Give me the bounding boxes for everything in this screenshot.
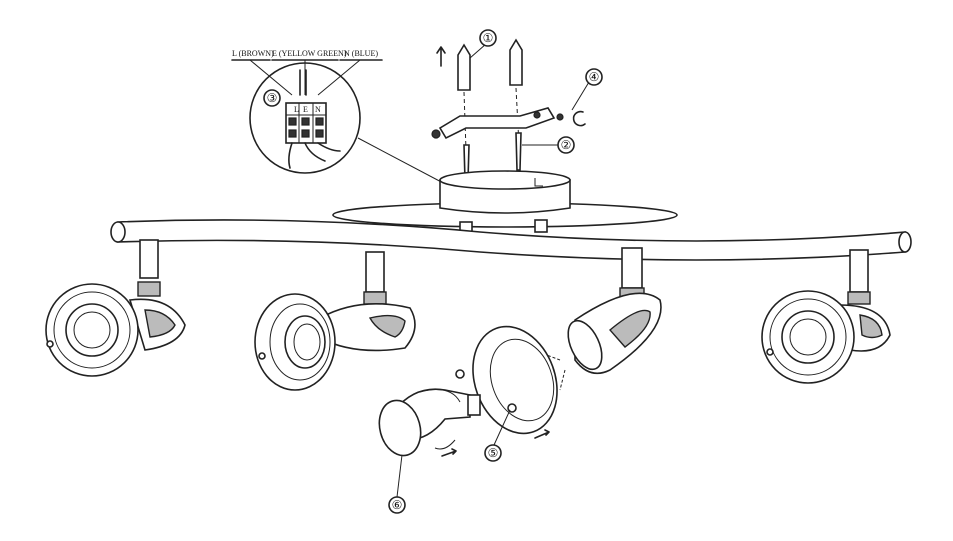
callout-5: ⑤ — [484, 409, 511, 462]
wall-plug — [457, 43, 471, 91]
wiring-inset: L E N L (BROWN) E (YELLOW GREEN) N (BLUE… — [231, 49, 448, 186]
svg-text:⑥: ⑥ — [392, 498, 403, 512]
spotlight-3 — [455, 247, 662, 439]
label-earth-yellow-green: E (YELLOW GREEN) — [272, 49, 347, 58]
callout-6: ⑥ — [388, 454, 406, 514]
terminal-letter-e: E — [303, 105, 308, 114]
svg-text:①: ① — [483, 31, 494, 45]
arrow-icon — [441, 448, 457, 457]
spotlight-2 — [254, 251, 416, 391]
svg-text:③: ③ — [267, 91, 278, 105]
svg-text:④: ④ — [589, 70, 600, 84]
callout-2: ② — [557, 136, 575, 154]
spotlight-1 — [45, 239, 186, 377]
label-live-brown: L (BROWN) — [232, 49, 274, 58]
arrow-icon — [534, 429, 550, 439]
spotlight-bar — [110, 219, 912, 261]
wall-plug — [509, 38, 523, 86]
up-arrow-icon — [436, 46, 446, 67]
svg-text:⑤: ⑤ — [488, 446, 499, 460]
terminal-letter-n: N — [315, 105, 321, 114]
mounting-hardware — [431, 38, 590, 181]
cover-ring — [472, 325, 558, 435]
screw — [515, 132, 522, 171]
svg-text:②: ② — [561, 138, 572, 152]
mounting-bracket — [438, 107, 556, 140]
ceiling-canopy — [332, 170, 678, 235]
callout-1: ① — [479, 29, 497, 47]
bulb — [378, 388, 481, 457]
c-clip — [572, 110, 586, 127]
spotlight-4 — [761, 249, 891, 384]
callout-4: ④ — [585, 68, 603, 86]
terminal-letter-l: L — [294, 105, 299, 114]
callout-3: ③ — [263, 89, 281, 107]
label-neutral-blue: N (BLUE) — [344, 49, 378, 58]
